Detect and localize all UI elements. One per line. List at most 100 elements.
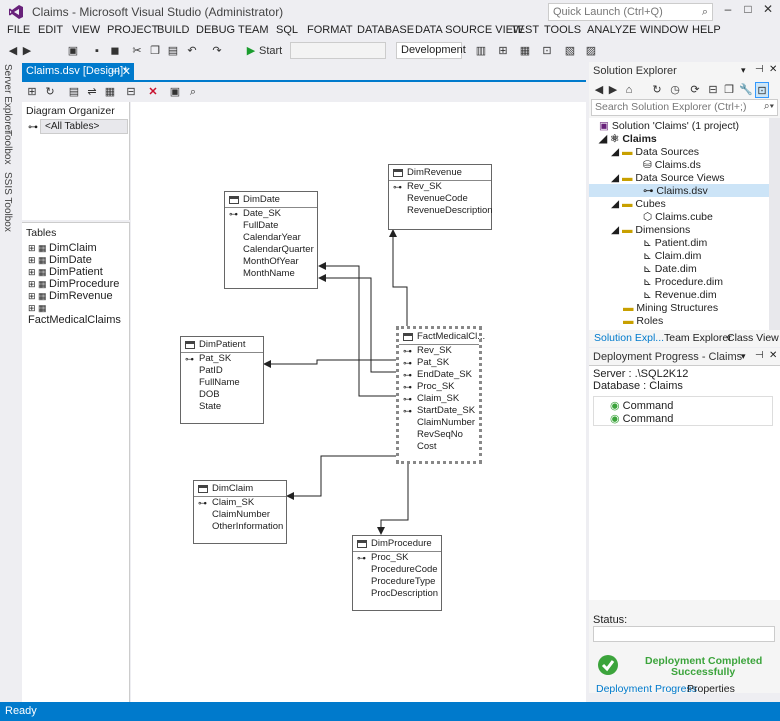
pin-icon[interactable]: ⊣ xyxy=(110,66,120,78)
cut-icon[interactable]: ✂ xyxy=(132,45,142,57)
menu-edit[interactable]: EDIT xyxy=(38,24,64,36)
menu-project[interactable]: PROJECT xyxy=(107,24,159,36)
collapse-icon[interactable]: ⊟ xyxy=(708,84,718,96)
tree-claims-dsv[interactable]: ⊶ Claims.dsv xyxy=(643,185,708,197)
save-all-icon[interactable]: ◼ xyxy=(110,45,120,57)
show-all-icon[interactable]: ❐ xyxy=(724,84,734,96)
paste-icon[interactable]: ▤ xyxy=(167,45,179,57)
server-explorer-tab[interactable]: Server Explorer xyxy=(2,64,13,134)
refresh-icon[interactable]: ↻ xyxy=(45,86,55,98)
tab-properties[interactable]: Properties xyxy=(687,683,735,695)
maximize-button[interactable]: □ xyxy=(744,2,752,16)
table-list-item[interactable]: ⊞ ▦ DimRevenue xyxy=(28,290,113,302)
replace-table-icon[interactable]: ▦ xyxy=(104,86,116,98)
tree-mining[interactable]: ▬ Mining Structures xyxy=(623,302,719,314)
undo-icon[interactable]: ↶ xyxy=(187,45,197,57)
tree-solution[interactable]: ▣ Solution 'Claims' (1 project) xyxy=(599,120,739,132)
tree-claims-ds[interactable]: ⛁ Claims.ds xyxy=(643,159,701,171)
diagram-canvas[interactable]: DimRevenue ⊶Rev_SK RevenueCode RevenueDe… xyxy=(131,102,586,702)
menu-data-source-view[interactable]: DATA SOURCE VIEW xyxy=(415,24,524,36)
tree-dsv-folder[interactable]: ◢ ▬ Data Source Views xyxy=(611,172,725,184)
menu-sql[interactable]: SQL xyxy=(276,24,299,36)
entity-dimpatient[interactable]: DimPatient ⊶Pat_SK PatID FullName DOB St… xyxy=(180,336,264,424)
entity-dimprocedure[interactable]: DimProcedure ⊶Proc_SK ProcedureCode Proc… xyxy=(352,535,442,611)
copy-icon[interactable]: ❐ xyxy=(150,45,160,57)
new-named-query-icon[interactable]: ▤ xyxy=(68,86,80,98)
command-item[interactable]: ◉ Command xyxy=(610,413,674,425)
menu-help[interactable]: HELP xyxy=(692,24,721,36)
new-project-icon[interactable]: ▣ xyxy=(67,45,79,57)
start-icon[interactable]: ▶ xyxy=(246,45,256,57)
forward-icon[interactable]: ▶ xyxy=(608,84,618,96)
menu-tools[interactable]: TOOLS xyxy=(544,24,582,36)
entity-dimclaim[interactable]: DimClaim ⊶Claim_SK ClaimNumber OtherInfo… xyxy=(193,480,287,544)
close-button[interactable]: ✕ xyxy=(762,2,774,16)
entity-dimdate[interactable]: DimDate ⊶Date_SK FullDate CalendarYear C… xyxy=(224,191,318,289)
back-icon[interactable]: ◀ xyxy=(594,84,604,96)
configuration-combo[interactable]: Development xyxy=(396,42,466,59)
menu-format[interactable]: FORMAT xyxy=(307,24,353,36)
tree-dim-item[interactable]: ⊾ Revenue.dim xyxy=(643,289,717,301)
tree-dim-item[interactable]: ⊾ Date.dim xyxy=(643,263,697,275)
back-icon[interactable]: ◀ xyxy=(8,45,18,57)
close-tab-icon[interactable]: ✕ xyxy=(121,66,131,78)
save-icon[interactable]: ▪ xyxy=(95,45,99,57)
table-list-item[interactable]: ⊞ ▦ DimDate xyxy=(28,254,92,266)
toolbar-icon-6[interactable]: ▨ xyxy=(585,45,597,57)
find-table-icon[interactable]: ⌕ xyxy=(189,86,197,98)
tree-roles[interactable]: ▬ Roles xyxy=(623,315,664,327)
pin-icon[interactable]: ⊣ xyxy=(755,64,764,75)
arrange-icon[interactable]: ⊟ xyxy=(126,86,136,98)
properties-icon[interactable]: 🔧 xyxy=(739,84,753,96)
tree-scrollbar[interactable] xyxy=(769,118,780,330)
sync-icon[interactable]: ↻ xyxy=(652,84,662,96)
menu-window[interactable]: WINDOW xyxy=(640,24,689,36)
pin-icon[interactable]: ⊣ xyxy=(755,350,764,361)
tree-claims-cube[interactable]: ⬡ Claims.cube xyxy=(643,211,713,223)
toolbar-icon-2[interactable]: ⊞ xyxy=(498,45,508,57)
menu-view[interactable]: VIEW xyxy=(72,24,101,36)
table-list-item[interactable]: ⊞ ▦ DimClaim xyxy=(28,242,97,254)
tree-dimensions[interactable]: ◢ ▬ Dimensions xyxy=(611,224,691,236)
table-list-item[interactable]: ⊞ ▦ DimProcedure xyxy=(28,278,120,290)
tab-class-view[interactable]: Class View xyxy=(727,332,779,344)
tab-claims-dsv[interactable]: Claims.dsv [Design]* ⊣ ✕ xyxy=(22,63,134,80)
new-relationship-icon[interactable]: ⇌ xyxy=(87,86,97,98)
start-button[interactable]: Start xyxy=(259,45,283,57)
dropdown-icon[interactable]: ▾ xyxy=(741,351,746,361)
solution-search-input[interactable]: Search Solution Explorer (Ctrl+;)⌕▾ xyxy=(591,99,778,116)
menu-test[interactable]: TEST xyxy=(511,24,540,36)
tree-project[interactable]: ◢ ⚛ Claims xyxy=(599,133,657,145)
menu-analyze[interactable]: ANALYZE xyxy=(587,24,637,36)
explore-data-icon[interactable]: ▣ xyxy=(169,86,181,98)
history-icon[interactable]: ◷ xyxy=(670,84,680,96)
tab-team-explorer[interactable]: Team Explorer xyxy=(664,332,732,344)
toolbox-tab[interactable]: Toolbox xyxy=(2,130,13,165)
quick-launch-input[interactable]: Quick Launch (Ctrl+Q)⌕ xyxy=(548,3,713,21)
table-list-item[interactable]: ⊞ ▦ FactMedicalClaims xyxy=(28,303,121,326)
preview-icon[interactable]: ⊡ xyxy=(755,82,769,98)
tree-dim-item[interactable]: ⊾ Procedure.dim xyxy=(643,276,724,288)
tab-solution-explorer[interactable]: Solution Expl... xyxy=(594,332,665,344)
redo-icon[interactable]: ↷ xyxy=(212,45,222,57)
tree-cubes[interactable]: ◢ ▬ Cubes xyxy=(611,198,666,210)
menu-debug[interactable]: DEBUG xyxy=(196,24,236,36)
add-table-icon[interactable]: ⊞ xyxy=(27,86,37,98)
forward-icon[interactable]: ▶ xyxy=(22,45,32,57)
solution-platform-combo[interactable] xyxy=(290,42,386,59)
toolbar-icon-4[interactable]: ⊡ xyxy=(542,45,552,57)
menu-team[interactable]: TEAM xyxy=(238,24,269,36)
toolbar-icon-3[interactable]: ▦ xyxy=(519,45,531,57)
tree-data-sources[interactable]: ◢ ▬ Data Sources xyxy=(611,146,700,158)
toolbar-icon-5[interactable]: ▧ xyxy=(564,45,576,57)
toolbar-icon-1[interactable]: ▥ xyxy=(475,45,487,57)
menu-build[interactable]: BUILD xyxy=(157,24,190,36)
delete-icon[interactable]: ✕ xyxy=(148,86,158,98)
minimize-button[interactable]: – xyxy=(724,2,732,16)
all-tables-item[interactable]: <All Tables> xyxy=(40,119,128,134)
close-panel-icon[interactable]: ✕ xyxy=(769,350,778,361)
tree-dim-item[interactable]: ⊾ Claim.dim xyxy=(643,250,702,262)
close-panel-icon[interactable]: ✕ xyxy=(769,64,778,75)
entity-dimrevenue[interactable]: DimRevenue ⊶Rev_SK RevenueCode RevenueDe… xyxy=(388,164,493,230)
command-item[interactable]: ◉ Command xyxy=(610,400,674,412)
